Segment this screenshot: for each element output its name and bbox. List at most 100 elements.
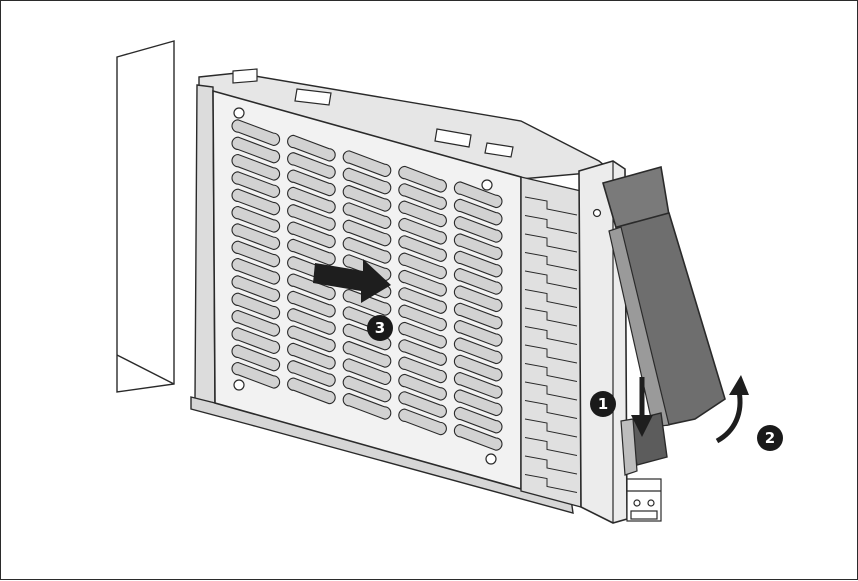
vent-slot — [231, 171, 281, 199]
vent-slot — [287, 186, 336, 214]
vent-slot — [398, 304, 447, 332]
vent-slot — [231, 188, 281, 216]
edge-rib — [524, 233, 578, 253]
vent-slot — [342, 219, 392, 247]
vent-slot — [453, 302, 503, 330]
drive-bay-opening — [116, 40, 175, 393]
vent-slot — [287, 360, 336, 387]
edge-rib — [524, 437, 578, 456]
vent-slot — [287, 238, 336, 266]
down-arrow-icon — [631, 377, 653, 437]
vent-slot — [453, 389, 503, 417]
vent-slot — [342, 341, 392, 368]
vent-slot — [453, 233, 503, 261]
callout-2: 2 — [757, 425, 783, 451]
vent-slot — [287, 152, 336, 179]
vent-slot — [231, 240, 281, 268]
edge-rib — [524, 252, 578, 271]
curved-arrow-icon — [715, 375, 749, 444]
edge-rib — [524, 215, 578, 234]
vent-slot — [287, 134, 336, 162]
vent-slot — [231, 119, 281, 147]
vent-slot — [342, 237, 392, 264]
vent-slot — [231, 327, 281, 355]
svg-text:1: 1 — [598, 395, 608, 413]
connector-edge-ribs — [524, 196, 578, 493]
carrier-left-rim — [194, 84, 216, 404]
edge-rib — [524, 474, 578, 493]
vent-slot — [342, 202, 392, 230]
vent-slot — [231, 361, 281, 389]
vent-slot — [398, 321, 447, 349]
right-arrow-icon — [313, 259, 391, 303]
vent-slot — [398, 252, 447, 280]
vent-slot — [342, 289, 392, 316]
vent-slot — [342, 393, 392, 420]
vent-slot — [398, 408, 447, 436]
svg-text:2: 2 — [765, 429, 775, 447]
vent-slot — [453, 198, 503, 226]
vent-slot — [398, 269, 447, 297]
vent-slot — [287, 308, 336, 335]
vent-slot — [231, 153, 281, 181]
edge-rib — [524, 307, 578, 327]
vent-slot — [231, 344, 281, 372]
vent-slot — [398, 217, 447, 245]
vent-slot — [287, 377, 336, 405]
edge-rib — [524, 363, 578, 382]
edge-rib — [524, 381, 578, 401]
vent-slot — [287, 342, 336, 370]
vent-slot — [287, 325, 336, 353]
vent-slot — [398, 183, 447, 210]
callout-3: 3 — [367, 315, 393, 341]
vent-slot — [398, 235, 447, 262]
vent-slot-grid — [231, 119, 503, 451]
carrier-connector-edge — [520, 176, 582, 508]
vent-slot — [231, 205, 281, 233]
vent-slot — [231, 292, 281, 320]
vent-slot — [398, 339, 447, 366]
vent-slot — [342, 375, 392, 403]
vent-slot — [453, 320, 503, 347]
vent-slot — [342, 358, 392, 386]
vent-slot — [453, 424, 503, 451]
svg-text:3: 3 — [375, 319, 385, 337]
vent-slot — [453, 285, 503, 313]
vent-slot — [287, 204, 336, 231]
vent-slot — [453, 406, 503, 434]
vent-slot — [453, 181, 503, 209]
vent-slot — [287, 290, 336, 318]
vent-slot — [398, 200, 447, 228]
vent-slot — [231, 309, 281, 337]
vent-slot — [453, 216, 503, 243]
edge-rib — [524, 326, 578, 345]
vent-slot — [342, 185, 392, 212]
edge-rib — [524, 270, 578, 290]
screw-holes — [233, 107, 497, 465]
latch-housing — [620, 418, 638, 476]
vent-slot — [287, 273, 336, 301]
vent-slot — [453, 354, 503, 382]
edge-rib — [524, 289, 578, 308]
vent-slot — [287, 169, 336, 197]
carrier-top-tabs — [232, 68, 514, 158]
vent-slot — [453, 372, 503, 399]
edge-rib — [524, 400, 578, 419]
vent-slot — [453, 337, 503, 365]
vent-slot — [398, 165, 447, 193]
release-handle-inner-edge — [608, 226, 670, 428]
vent-slot — [453, 268, 503, 295]
vent-slot — [231, 136, 281, 164]
callout-1: 1 — [590, 391, 616, 417]
vent-slot — [231, 275, 281, 303]
vent-slot — [231, 223, 281, 251]
drive-carrier — [190, 68, 726, 524]
edge-rib — [524, 418, 578, 438]
vent-slot — [398, 356, 447, 384]
vent-slot — [398, 391, 447, 418]
vent-slot — [231, 257, 281, 285]
vent-slot — [287, 221, 336, 249]
vent-slot — [342, 167, 392, 195]
